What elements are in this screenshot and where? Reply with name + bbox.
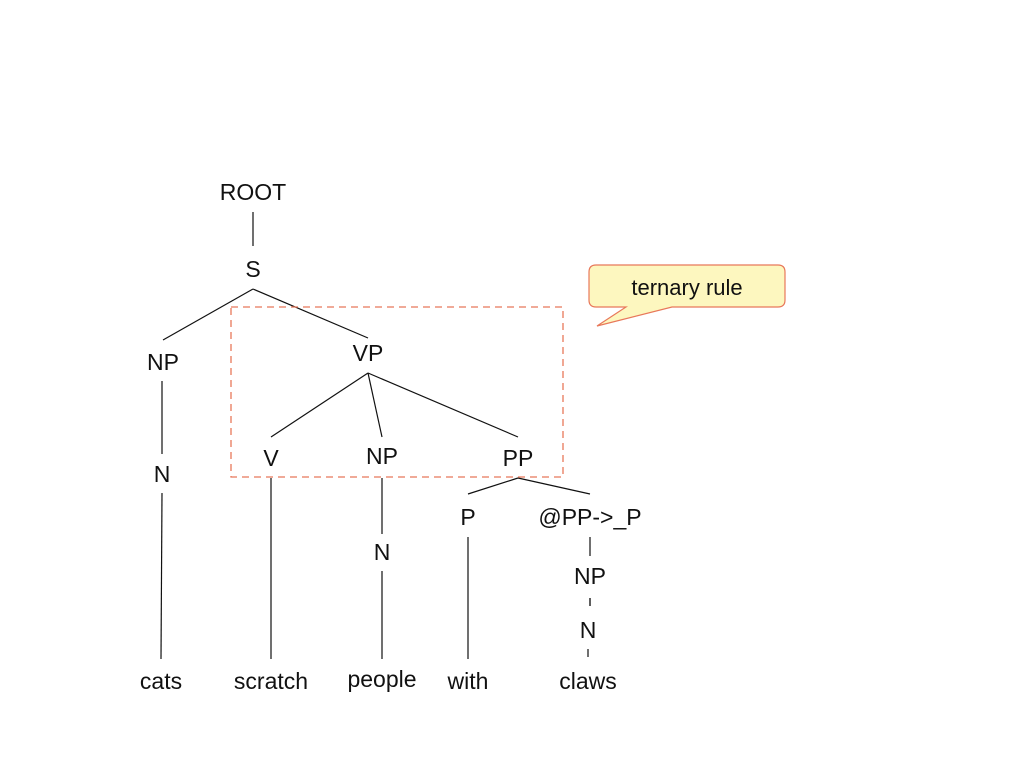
node-np-object: NP: [366, 443, 398, 469]
edge-pp-to-p: [467, 477, 519, 495]
node-n-pp: N: [580, 617, 597, 643]
word-people: people: [347, 666, 416, 692]
word-scratch: scratch: [234, 668, 308, 694]
word-cats: cats: [140, 668, 182, 694]
edge-vp-to-pp: [367, 372, 519, 438]
callout-text: ternary rule: [631, 275, 742, 300]
word-with: with: [447, 668, 489, 694]
node-root: ROOT: [220, 179, 286, 205]
ternary-rule-highlight-box: [230, 306, 564, 478]
tree-edges: [160, 212, 591, 660]
word-claws: claws: [559, 668, 617, 694]
edge-n-subject-to-cats: [160, 492, 163, 660]
node-v: V: [263, 445, 279, 471]
callout-bubble: [588, 264, 786, 327]
edge-vp-to-np-object: [367, 372, 383, 438]
ternary-rule-callout: ternary rule: [588, 264, 786, 327]
node-pp-bar: @PP->_P: [538, 504, 641, 530]
edge-vp-to-v: [270, 372, 369, 438]
node-s: S: [245, 256, 260, 282]
node-p: P: [460, 504, 475, 530]
edge-pp-to-pp-bar: [517, 477, 591, 495]
node-np-subject: NP: [147, 349, 179, 375]
node-pp: PP: [503, 445, 534, 471]
node-n-object: N: [374, 539, 391, 565]
edge-s-to-np-subject: [162, 288, 254, 341]
edge-s-to-vp: [252, 288, 369, 339]
tree-labels: ROOT S NP VP N V NP PP N P @PP->_P NP N …: [140, 179, 642, 694]
node-np-pp: NP: [574, 563, 606, 589]
node-n-subject: N: [154, 461, 171, 487]
node-vp: VP: [353, 340, 384, 366]
